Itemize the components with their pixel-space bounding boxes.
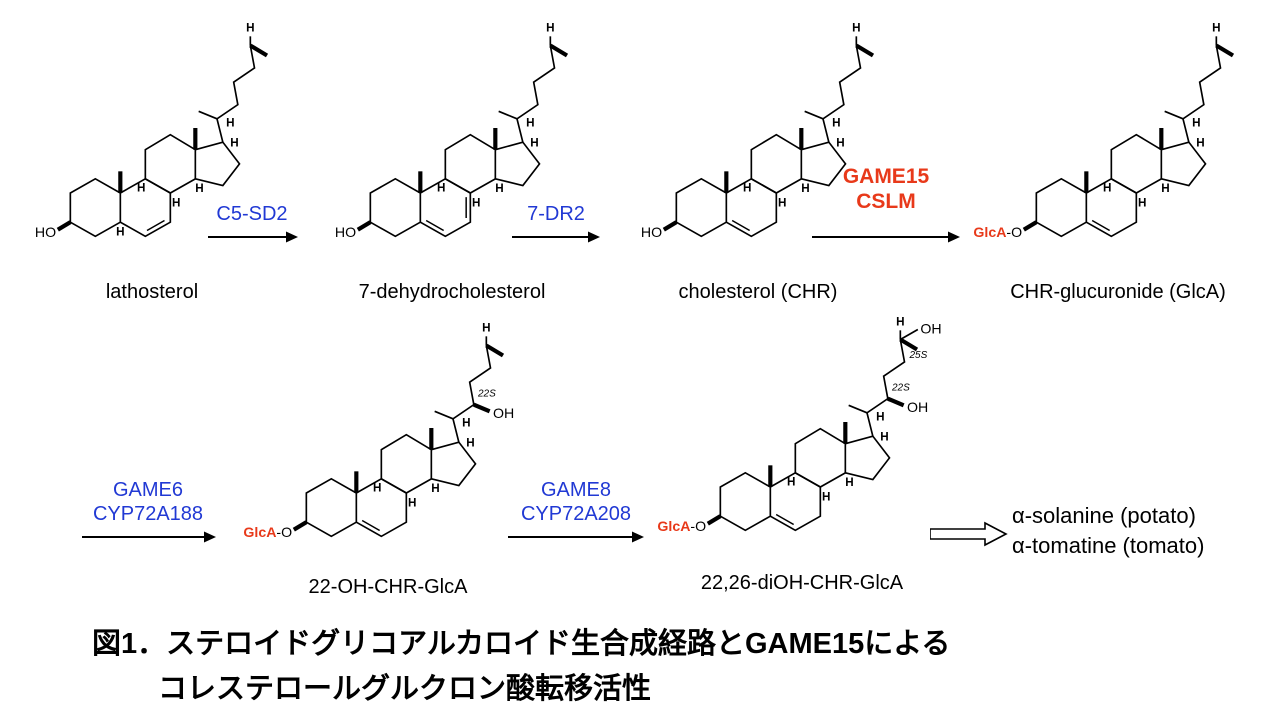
steroid-skeleton: [1036, 21, 1233, 236]
enzyme-line: GAME8: [540, 479, 612, 501]
enzyme-label-game8-cyp72a208: GAME8 CYP72A208: [494, 478, 658, 526]
steroid-skeleton: [306, 321, 503, 536]
enzyme-line: CSLM: [856, 190, 916, 213]
figure-caption: 図1．ステロイドグリコアルカロイド生合成経路とGAME15による コレステロール…: [0, 622, 1285, 712]
stereo-22s-label: 22S: [477, 388, 496, 399]
enzyme-label-7-dr2: 7-DR2: [527, 203, 585, 225]
hydroxyl-label: HO: [35, 225, 56, 241]
molecule-label-lathosterol: lathosterol: [105, 281, 199, 303]
molecule-label-22-26-dioh-chr-glca: 22,26-diOH-CHR-GlcA: [700, 572, 904, 594]
stereo-h-label: H: [116, 226, 124, 239]
structure-7-dehydrocholesterol: HO: [335, 18, 602, 241]
stereo-25s-label: 25S: [909, 350, 928, 361]
glca-o-label: GlcA-O: [657, 519, 706, 535]
enzyme-line: CYP72A208: [520, 503, 632, 525]
molecule-label-cholesterol: cholesterol (CHR): [678, 281, 838, 303]
product-tomatine: α-tomatine (tomato): [1012, 533, 1205, 558]
structure-lathosterol: H HO: [35, 18, 302, 241]
steroid-skeleton: [720, 315, 917, 530]
glca-o-label: GlcA-O: [243, 525, 292, 541]
reaction-arrow-2: [512, 231, 600, 243]
enzyme-label-game15-cslm: GAME15 CSLM: [810, 164, 962, 214]
hydroxyl-22-label: OH: [493, 406, 514, 422]
molecule-label-22-oh-chr-glca: 22-OH-CHR-GlcA: [308, 576, 468, 598]
product-solanine: α-solanine (potato): [1012, 503, 1196, 528]
stereo-22s-label: 22S: [891, 382, 910, 393]
structure-chr-glucuronide: GlcA-O: [973, 18, 1268, 241]
glca-o-label: GlcA-O: [973, 225, 1022, 241]
molecule-label-7-dehydrocholesterol: 7-dehydrocholesterol: [358, 281, 546, 303]
hydroxyl-label: HO: [641, 225, 662, 241]
enzyme-line: CYP72A188: [92, 503, 204, 525]
reaction-arrow-5: [508, 531, 644, 543]
reaction-arrow-4: [82, 531, 216, 543]
caption-line-1: 図1．ステロイドグリコアルカロイド生合成経路とGAME15による: [92, 628, 951, 660]
enzyme-label-game6-cyp72a188: GAME6 CYP72A188: [66, 478, 230, 526]
hydroxyl-22-label: OH: [907, 400, 928, 416]
caption-line-2: コレステロールグルクロン酸転移活性: [158, 673, 652, 705]
open-arrow: [930, 521, 1008, 547]
reaction-arrow-1: [208, 231, 298, 243]
structure-cholesterol: HO: [641, 18, 908, 241]
structure-22-26-dioh-chr-glca: OH 22S OH 25S GlcA-O: [657, 312, 942, 535]
reaction-arrow-3: [812, 231, 960, 243]
hydroxyl-label: HO: [335, 225, 356, 241]
structure-22-oh-chr-glca: OH 22S GlcA-O: [243, 318, 514, 541]
hydroxyl-26-label: OH: [920, 322, 941, 338]
molecule-label-chr-glucuronide: CHR-glucuronide (GlcA): [1010, 281, 1226, 303]
enzyme-label-c5-sd2: C5-SD2: [216, 203, 288, 225]
enzyme-line: GAME15: [842, 165, 930, 188]
enzyme-line: GAME6: [112, 479, 184, 501]
